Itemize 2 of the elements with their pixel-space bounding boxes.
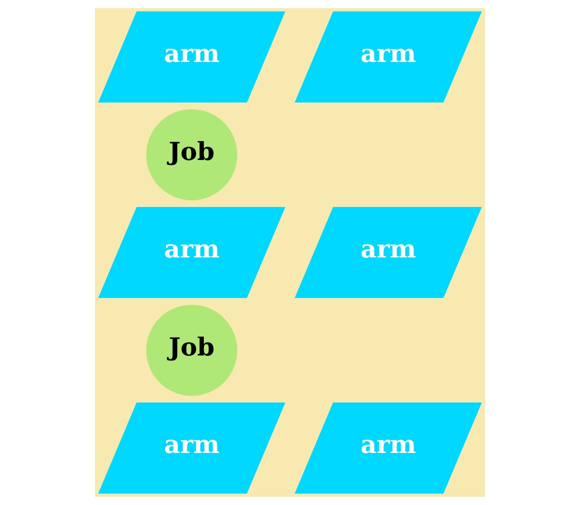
- node-circle: Job: [146, 109, 237, 200]
- node-circle: Job: [146, 304, 237, 396]
